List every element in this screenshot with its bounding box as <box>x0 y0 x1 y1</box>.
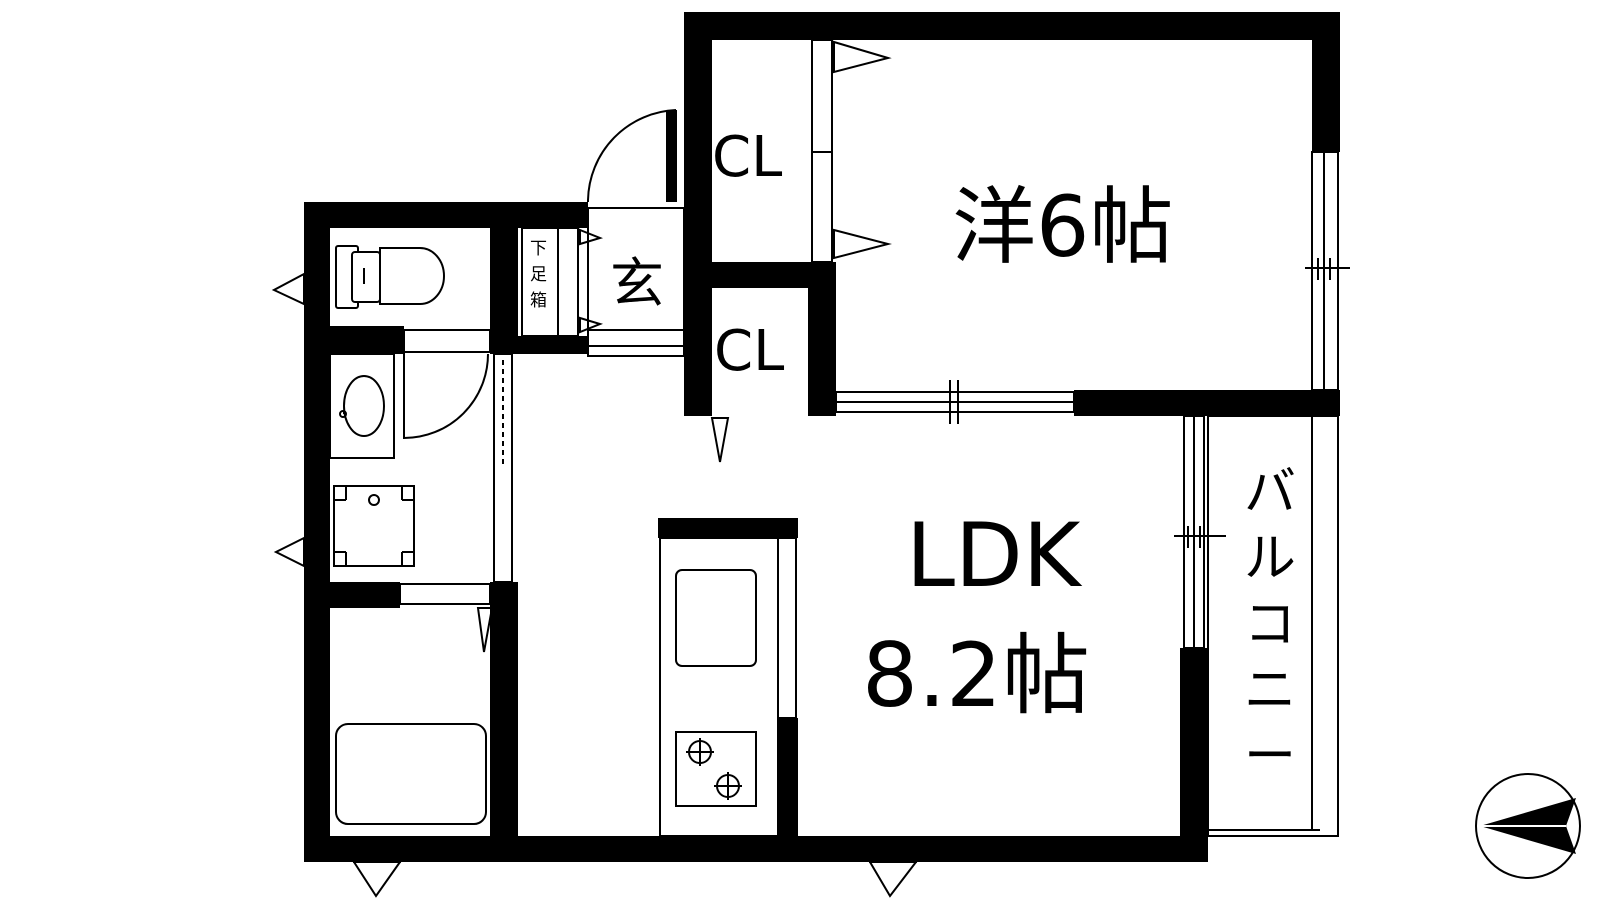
entrance-label: 玄 <box>610 252 664 315</box>
bath-window-frame <box>353 837 401 863</box>
toilet-window <box>271 272 305 306</box>
burner-icon <box>686 738 742 800</box>
washroom-window <box>273 536 305 568</box>
wet-area-walls <box>304 202 1208 862</box>
svg-text:箱: 箱 <box>530 291 547 311</box>
svg-text:バ: バ <box>1244 463 1296 523</box>
shoe-box-label: 下 足 箱 <box>530 239 547 311</box>
svg-text:下: 下 <box>530 239 547 259</box>
ldk-size-label: 8.2帖 <box>862 624 1090 727</box>
bath-window <box>352 861 402 898</box>
closet-door-upper <box>811 39 892 263</box>
toilet-fixture <box>335 245 445 309</box>
closet-label-upper: CL <box>712 125 782 190</box>
western-room-label: 洋6帖 <box>952 178 1173 276</box>
ldk-window-frame <box>869 837 917 863</box>
svg-text:足: 足 <box>530 265 547 285</box>
entrance-door-swing <box>587 109 677 202</box>
kitchen-sink <box>675 569 757 667</box>
ldk-label: LDK <box>906 504 1083 607</box>
kitchen-counter <box>658 518 798 837</box>
ldk-window-bottom <box>868 861 919 898</box>
balcony-area <box>1174 415 1339 837</box>
entrance-area <box>587 109 685 357</box>
bath-door <box>399 583 494 653</box>
western-window <box>1305 151 1350 391</box>
bathtub <box>335 723 487 825</box>
washroom-door <box>403 329 491 440</box>
wash-basin <box>329 353 395 459</box>
closet-label-lower: CL <box>714 319 784 384</box>
stove <box>675 731 757 807</box>
shoe-box <box>521 227 604 337</box>
sliding-door-western <box>835 380 1075 424</box>
washer-space <box>333 485 415 567</box>
closet-door-lower <box>710 417 730 463</box>
balcony-label: バ ル コ ニ ー <box>1244 463 1296 787</box>
washroom-sliding-door <box>493 353 513 583</box>
svg-text:コ: コ <box>1244 595 1296 655</box>
western-room-walls <box>684 12 1340 416</box>
svg-text:ー: ー <box>1244 727 1296 787</box>
svg-text:ニ: ニ <box>1244 661 1296 721</box>
svg-text:ル: ル <box>1244 529 1296 589</box>
north-arrow-icon <box>1475 773 1581 879</box>
